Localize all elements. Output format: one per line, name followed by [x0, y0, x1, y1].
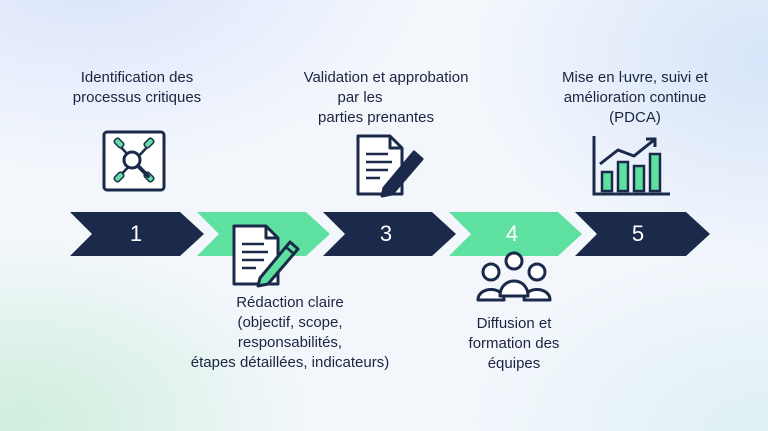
document-pen-icon: [356, 134, 424, 198]
step-3-label-line: parties prenantes: [318, 109, 434, 126]
step-3-label: Validation et approbation par les partie…: [276, 68, 496, 128]
step-1-label: Identification des processus critiques: [42, 68, 232, 108]
step-4-label-line: Diffusion et: [476, 315, 552, 332]
step-1-label-line: Identification des: [80, 69, 194, 86]
chevron-step-3: [323, 212, 456, 256]
step-number-5: 5: [631, 221, 645, 246]
chevron-step-1: [70, 212, 204, 256]
chevron-step-4: [449, 212, 582, 256]
step-5-label-line: Mise en ŀuvre, suivi et: [562, 69, 708, 86]
step-3-label-line: par les: [337, 89, 383, 106]
magnifier-network-icon: [102, 130, 166, 192]
team-people-icon: [476, 251, 552, 302]
step-4-label-line: équipes: [487, 355, 541, 372]
step-3-label-line: Validation et approbation: [303, 69, 469, 86]
step-2-label-line: étapes détaillées, indicateurs): [190, 354, 390, 371]
step-5-label: Mise en ŀuvre, suivi et amélioration con…: [530, 68, 740, 128]
step-number-1: 1: [129, 221, 143, 246]
document-pen-icon: [232, 224, 300, 288]
step-2-label: Rédaction claire (objectif, scope, respo…: [180, 293, 400, 373]
step-2-label-line: (objectif, scope,: [237, 314, 343, 331]
step-5-label-line: (PDCA): [609, 109, 661, 126]
bar-chart-growth-icon: [592, 136, 670, 196]
step-4-label: Diffusion et formation des équipes: [434, 314, 594, 374]
step-number-4: 4: [505, 221, 519, 246]
step-2-label-line: responsabilités,: [237, 334, 343, 351]
chevron-step-5: [575, 212, 710, 256]
step-1-label-line: processus critiques: [72, 89, 202, 106]
step-5-label-line: amélioration continue: [563, 89, 707, 106]
step-number-3: 3: [379, 221, 393, 246]
step-4-label-line: formation des: [468, 335, 560, 352]
step-2-label-line: Rédaction claire: [236, 294, 344, 311]
